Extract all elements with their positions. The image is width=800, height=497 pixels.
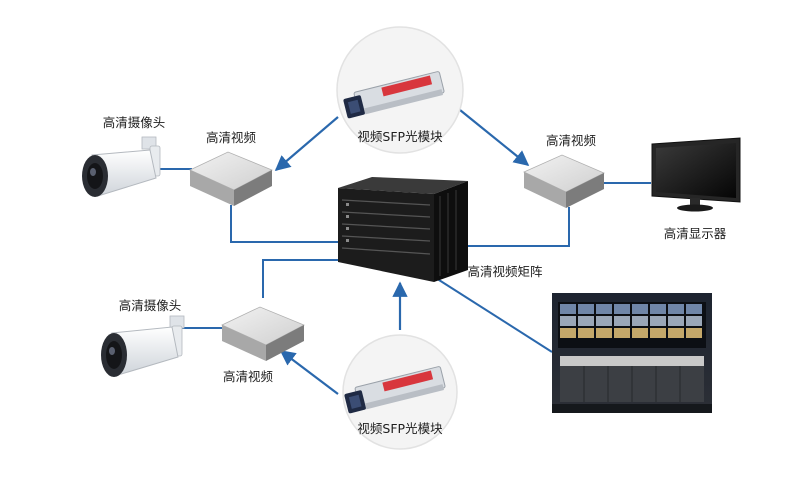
line-matrix-to-video-bottom — [262, 259, 356, 298]
arrows — [274, 109, 530, 395]
video-bottom-label: 高清视频 — [223, 369, 274, 384]
camera-top-label: 高清摄像头 — [103, 115, 166, 130]
display-monitor: 高清显示器 — [651, 137, 741, 241]
sfp-module-icon — [344, 366, 446, 414]
video-top-right-label: 高清视频 — [546, 133, 597, 148]
sfp-bottom-label: 视频SFP光模块 — [357, 421, 443, 436]
video-device-top-right: 高清视频 — [523, 133, 605, 208]
video-wall — [558, 302, 706, 348]
video-device-icon — [221, 306, 305, 361]
camera-bottom: 高清摄像头 — [101, 298, 185, 377]
arrow-sfp-top-to-video-tr — [459, 109, 530, 166]
sfp-module-top: 视频SFP光模块 — [336, 26, 464, 154]
video-device-top-left: 高清视频 — [189, 130, 273, 206]
matrix-chassis: 高清视频矩阵 — [338, 177, 543, 282]
line-matrix-to-video-tr — [430, 207, 570, 247]
camera-bottom-label: 高清摄像头 — [119, 298, 182, 313]
sfp-top-label: 视频SFP光模块 — [357, 129, 443, 144]
matrix-label: 高清视频矩阵 — [467, 264, 543, 279]
matrix-chassis-icon — [338, 177, 468, 282]
sfp-module-bottom: 视频SFP光模块 — [342, 334, 458, 450]
line-matrix-to-control-room — [427, 272, 553, 353]
video-device-bottom: 高清视频 — [221, 306, 305, 384]
monitor-icon — [651, 137, 741, 212]
arrow-sfp-bottom-to-video-bottom — [279, 350, 339, 395]
control-room-photo — [552, 293, 712, 413]
arrow-sfp-top-to-video-tl — [274, 116, 339, 172]
video-device-icon — [523, 154, 605, 208]
camera-icon — [82, 136, 161, 197]
display-label: 高清显示器 — [664, 226, 727, 241]
video-top-left-label: 高清视频 — [206, 130, 257, 145]
camera-top: 高清摄像头 — [82, 115, 165, 197]
video-device-icon — [189, 151, 273, 206]
sfp-module-icon — [343, 71, 445, 119]
connection-lines — [158, 168, 651, 353]
camera-icon — [101, 315, 185, 377]
line-video-tl-to-matrix — [230, 205, 350, 243]
